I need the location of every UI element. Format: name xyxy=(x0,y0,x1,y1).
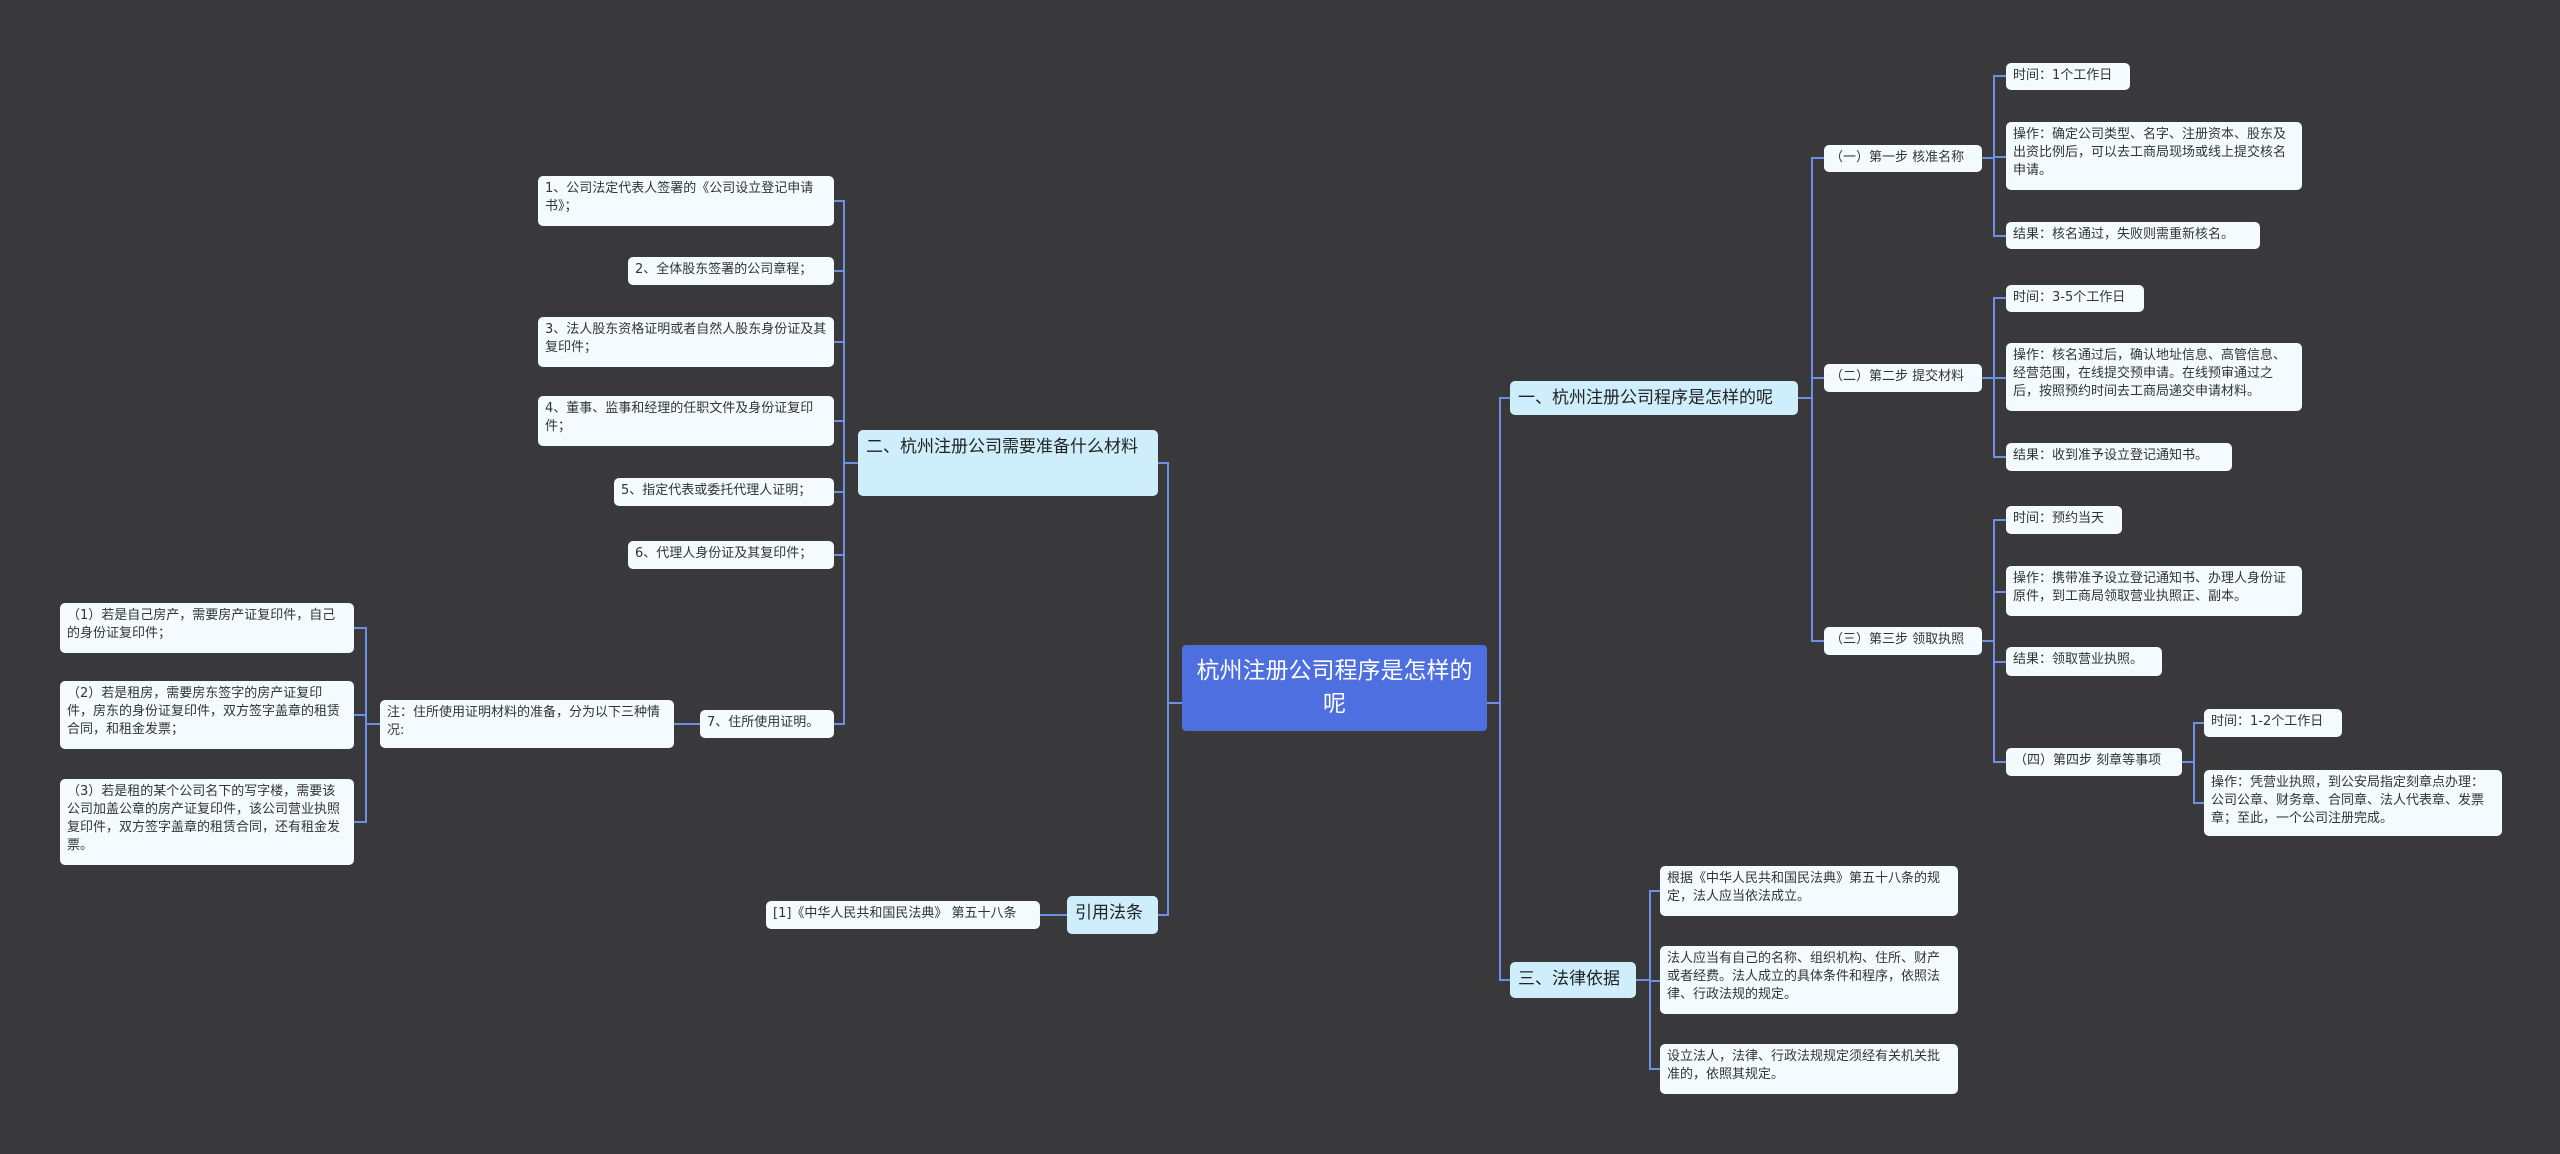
law-item-1-text: 根据《中华人民共和国民法典》第五十八条的规定，法人应当依法成立。 xyxy=(1667,871,1941,904)
material-item-7-text: 7、住所使用证明。 xyxy=(707,715,820,730)
citation-item[interactable]: [1]《中华人民共和国民法典》 第五十八条 xyxy=(766,901,1040,929)
step4-label: （四）第四步 刻章等事项 xyxy=(2014,753,2162,768)
residence-case-3-text: （3）若是租的某个公司名下的写字楼，需要该公司加盖公章的房产证复印件，该公司营业… xyxy=(67,784,341,853)
material-item-2-text: 2、全体股东签署的公司章程； xyxy=(635,262,813,277)
law-item-1[interactable]: 根据《中华人民共和国民法典》第五十八条的规定，法人应当依法成立。 xyxy=(1660,866,1958,916)
step4-time: 时间：1-2个工作日 xyxy=(2211,714,2324,729)
material-item-4-text: 4、董事、监事和经理的任职文件及身份证复印件； xyxy=(545,401,814,434)
step2-node[interactable]: （二）第二步 提交材料 xyxy=(1824,364,1982,392)
step1-node[interactable]: （一）第一步 核准名称 xyxy=(1824,145,1982,172)
step3-operation: 操作：携带准予设立登记通知书、办理人身份证原件，到工商局领取营业执照正、副本。 xyxy=(2013,571,2287,604)
material-item-4[interactable]: 4、董事、监事和经理的任职文件及身份证复印件； xyxy=(538,396,834,446)
material-item-6[interactable]: 6、代理人身份证及其复印件； xyxy=(628,541,834,569)
step2-operation-node[interactable]: 操作：核名通过后，确认地址信息、高管信息、经营范围，在线提交预申请。在线预审通过… xyxy=(2006,343,2302,411)
step4-operation-node[interactable]: 操作：凭营业执照，到公安局指定刻章点办理：公司公章、财务章、合同章、法人代表章、… xyxy=(2204,770,2502,836)
step1-result-node[interactable]: 结果：核名通过，失败则需重新核名。 xyxy=(2006,222,2260,249)
material-item-6-text: 6、代理人身份证及其复印件； xyxy=(635,546,813,561)
step3-operation-node[interactable]: 操作：携带准予设立登记通知书、办理人身份证原件，到工商局领取营业执照正、副本。 xyxy=(2006,566,2302,616)
branch-two-title: 二、杭州注册公司需要准备什么材料 xyxy=(866,437,1138,457)
step2-label: （二）第二步 提交材料 xyxy=(1830,369,1965,384)
residence-note[interactable]: 注：住所使用证明材料的准备，分为以下三种情况: xyxy=(380,700,674,748)
residence-note-text: 注：住所使用证明材料的准备，分为以下三种情况: xyxy=(387,705,661,738)
residence-case-2[interactable]: （2）若是租房，需要房东签字的房产证复印件，房东的身份证复印件，双方签字盖章的租… xyxy=(60,681,354,749)
citation-title: 引用法条 xyxy=(1075,903,1143,923)
law-item-2-text: 法人应当有自己的名称、组织机构、住所、财产或者经费。法人成立的具体条件和程序，依… xyxy=(1667,951,1941,1002)
residence-case-1[interactable]: （1）若是自己房产，需要房产证复印件，自己的身份证复印件； xyxy=(60,603,354,653)
step1-operation: 操作：确定公司类型、名字、注册资本、股东及出资比例后，可以去工商局现场或线上提交… xyxy=(2013,127,2287,178)
root-title: 杭州注册公司程序是怎样的呢 xyxy=(1196,658,1473,717)
step3-time-node[interactable]: 时间：预约当天 xyxy=(2006,506,2122,534)
step4-operation: 操作：凭营业执照，到公安局指定刻章点办理：公司公章、财务章、合同章、法人代表章、… xyxy=(2211,775,2485,826)
step2-result-node[interactable]: 结果：收到准予设立登记通知书。 xyxy=(2006,443,2232,471)
branch-three-title: 三、法律依据 xyxy=(1518,969,1620,989)
step1-operation-node[interactable]: 操作：确定公司类型、名字、注册资本、股东及出资比例后，可以去工商局现场或线上提交… xyxy=(2006,122,2302,190)
step3-result: 结果：领取营业执照。 xyxy=(2013,652,2144,667)
material-item-5[interactable]: 5、指定代表或委托代理人证明； xyxy=(614,478,834,506)
step2-time: 时间：3-5个工作日 xyxy=(2013,290,2126,305)
residence-case-1-text: （1）若是自己房产，需要房产证复印件，自己的身份证复印件； xyxy=(67,608,336,641)
material-item-1-text: 1、公司法定代表人签署的《公司设立登记申请书》； xyxy=(545,181,814,214)
branch-three-node[interactable]: 三、法律依据 xyxy=(1510,962,1636,998)
citation-item-text: [1]《中华人民共和国民法典》 第五十八条 xyxy=(773,906,1017,921)
residence-case-3[interactable]: （3）若是租的某个公司名下的写字楼，需要该公司加盖公章的房产证复印件，该公司营业… xyxy=(60,779,354,865)
step1-label: （一）第一步 核准名称 xyxy=(1830,150,1965,165)
step2-result: 结果：收到准予设立登记通知书。 xyxy=(2013,448,2209,463)
step3-result-node[interactable]: 结果：领取营业执照。 xyxy=(2006,647,2162,676)
law-item-3-text: 设立法人，法律、行政法规规定须经有关机关批准的，依照其规定。 xyxy=(1667,1049,1941,1082)
root-node[interactable]: 杭州注册公司程序是怎样的呢 xyxy=(1182,645,1487,731)
material-item-1[interactable]: 1、公司法定代表人签署的《公司设立登记申请书》； xyxy=(538,176,834,226)
branch-one-node[interactable]: 一、杭州注册公司程序是怎样的呢 xyxy=(1510,381,1798,415)
step3-node[interactable]: （三）第三步 领取执照 xyxy=(1824,627,1982,655)
branch-one-title: 一、杭州注册公司程序是怎样的呢 xyxy=(1518,388,1773,408)
step4-node[interactable]: （四）第四步 刻章等事项 xyxy=(2006,748,2182,776)
step3-label: （三）第三步 领取执照 xyxy=(1830,632,1965,647)
citation-node[interactable]: 引用法条 xyxy=(1067,896,1158,934)
material-item-5-text: 5、指定代表或委托代理人证明； xyxy=(621,483,812,498)
step1-time: 时间：1个工作日 xyxy=(2013,68,2113,83)
branch-two-node[interactable]: 二、杭州注册公司需要准备什么材料 xyxy=(858,430,1158,496)
step2-operation: 操作：核名通过后，确认地址信息、高管信息、经营范围，在线提交预申请。在线预审通过… xyxy=(2013,348,2287,399)
step4-time-node[interactable]: 时间：1-2个工作日 xyxy=(2204,709,2342,737)
material-item-7[interactable]: 7、住所使用证明。 xyxy=(700,710,834,738)
step1-result: 结果：核名通过，失败则需重新核名。 xyxy=(2013,227,2235,242)
material-item-2[interactable]: 2、全体股东签署的公司章程； xyxy=(628,257,834,285)
material-item-3-text: 3、法人股东资格证明或者自然人股东身份证及其复印件； xyxy=(545,322,827,355)
step1-time-node[interactable]: 时间：1个工作日 xyxy=(2006,63,2130,90)
step2-time-node[interactable]: 时间：3-5个工作日 xyxy=(2006,285,2144,312)
law-item-3[interactable]: 设立法人，法律、行政法规规定须经有关机关批准的，依照其规定。 xyxy=(1660,1044,1958,1094)
material-item-3[interactable]: 3、法人股东资格证明或者自然人股东身份证及其复印件； xyxy=(538,317,834,367)
step3-time: 时间：预约当天 xyxy=(2013,511,2105,526)
residence-case-2-text: （2）若是租房，需要房东签字的房产证复印件，房东的身份证复印件，双方签字盖章的租… xyxy=(67,686,341,737)
law-item-2[interactable]: 法人应当有自己的名称、组织机构、住所、财产或者经费。法人成立的具体条件和程序，依… xyxy=(1660,946,1958,1014)
